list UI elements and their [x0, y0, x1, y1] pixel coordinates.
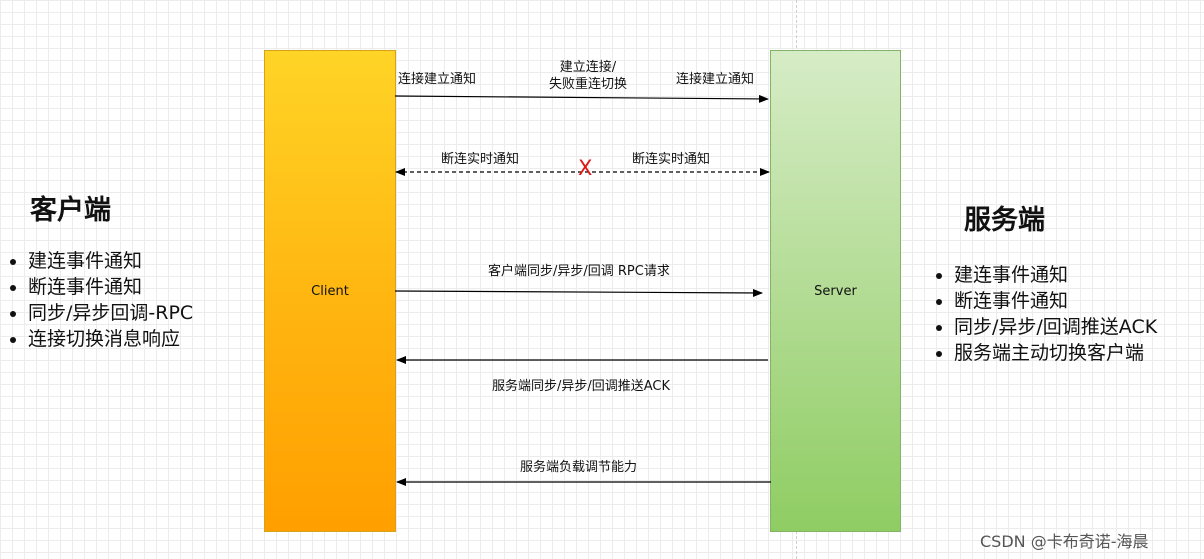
list-item: 连接切换消息响应: [28, 326, 193, 352]
client-lane: Client: [264, 50, 396, 532]
connect-mid-line2: 失败重连切换: [548, 77, 627, 92]
client-lane-label: Client: [311, 283, 349, 299]
connect-right-label: 连接建立通知: [676, 72, 755, 87]
connect-mid-line1: 建立连接/: [559, 60, 617, 75]
failure-x-mark: X: [578, 156, 593, 180]
watermark: CSDN @卡布奇诺-海晨: [980, 532, 1149, 551]
list-item: 断连事件通知: [28, 274, 193, 300]
server-ack-label: 服务端同步/异步/回调推送ACK: [492, 379, 671, 394]
server-feature-list: 建连事件通知 断连事件通知 同步/异步/回调推送ACK 服务端主动切换客户端: [926, 262, 1157, 366]
connect-mid-label: 建立连接/ 失败重连切换: [538, 59, 638, 93]
list-item: 同步/异步回调-RPC: [28, 300, 193, 326]
list-item: 建连事件通知: [954, 262, 1157, 288]
server-lane: Server: [770, 50, 901, 532]
disconnect-right-label: 断连实时通知: [632, 152, 711, 167]
list-item: 建连事件通知: [28, 248, 193, 274]
connect-arrow: [394, 94, 769, 103]
disconnect-left-label: 断连实时通知: [441, 152, 520, 167]
client-request-label: 客户端同步/异步/回调 RPC请求: [488, 264, 670, 279]
list-item: 同步/异步/回调推送ACK: [954, 314, 1157, 340]
client-side-title: 客户端: [30, 195, 111, 226]
connect-left-label: 连接建立通知: [398, 72, 477, 87]
list-item: 服务端主动切换客户端: [954, 340, 1157, 366]
server-load-label: 服务端负载调节能力: [520, 460, 638, 475]
server-side-title: 服务端: [964, 205, 1045, 236]
list-item: 断连事件通知: [954, 288, 1157, 314]
client-feature-list: 建连事件通知 断连事件通知 同步/异步回调-RPC 连接切换消息响应: [0, 248, 193, 352]
server-lane-label: Server: [814, 283, 857, 299]
client-request-arrow: [394, 288, 763, 297]
